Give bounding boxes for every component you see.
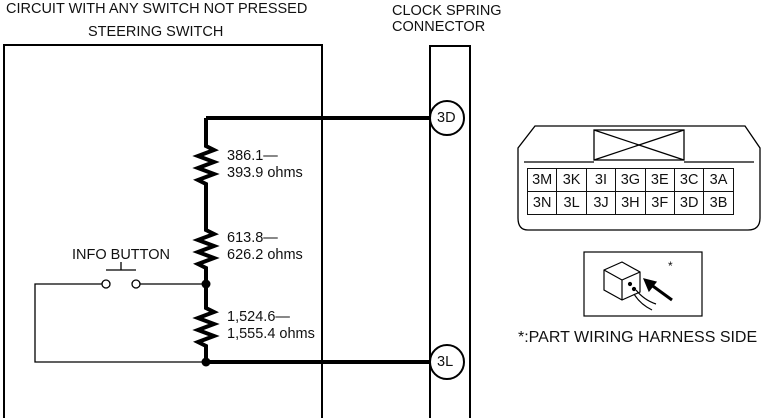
- pin-cell: 3I: [585, 168, 617, 192]
- pin-cell: 3K: [556, 168, 587, 192]
- info-button-label: INFO BUTTON: [72, 247, 171, 263]
- resistor-3-value-line1: 1,524.6—: [227, 309, 290, 325]
- clock-spring-label-line2: CONNECTOR: [392, 19, 486, 35]
- pin-cell: 3F: [644, 191, 675, 215]
- pin-cell: 3E: [644, 168, 675, 192]
- pin-cell: 3G: [615, 168, 646, 192]
- terminal-3l-label: 3L: [437, 354, 454, 370]
- terminal-3d-circle: [429, 100, 465, 136]
- pin-cell: 3C: [673, 168, 705, 192]
- terminal-3d-label: 3D: [437, 110, 456, 126]
- clock-spring-label-line1: CLOCK SPRING: [392, 3, 502, 19]
- harness-inset: [583, 251, 703, 317]
- circuit-note: CIRCUIT WITH ANY SWITCH NOT PRESSED: [6, 1, 308, 17]
- harness-side-footnote: *:PART WIRING HARNESS SIDE: [518, 329, 758, 346]
- terminal-3l-circle: [429, 344, 465, 380]
- connector-row-lower: 3N 3L 3J 3H 3F 3D 3B: [526, 191, 734, 215]
- connector-row-upper: 3M 3K 3I 3G 3E 3C 3A: [526, 168, 734, 192]
- resistor-2-value-line2: 626.2 ohms: [227, 247, 303, 263]
- inset-asterisk: *: [668, 259, 673, 273]
- pin-cell: 3N: [526, 191, 558, 215]
- resistor-1-value-line2: 393.9 ohms: [227, 165, 303, 181]
- pin-cell: 3H: [615, 191, 646, 215]
- resistor-1-value-line1: 386.1—: [227, 148, 278, 164]
- pin-cell: 3L: [556, 191, 587, 215]
- pin-cell: 3B: [703, 191, 734, 215]
- resistor-chain: [192, 118, 220, 362]
- connector-pin-table: 3M 3K 3I 3G 3E 3C 3A 3N 3L 3J 3H 3F 3D 3…: [526, 168, 734, 215]
- resistor-3: [192, 284, 220, 362]
- resistor-1: [192, 118, 220, 228]
- connector-face-outline: [517, 125, 761, 231]
- resistor-3-value-line2: 1,555.4 ohms: [227, 326, 315, 342]
- clock-spring-connector-bar: [429, 45, 471, 418]
- info-button-switch: [34, 262, 206, 363]
- resistor-2-value-line1: 613.8—: [227, 230, 278, 246]
- pin-cell: 3A: [703, 168, 734, 192]
- steering-switch-box: [3, 44, 323, 418]
- pin-cell: 3J: [585, 191, 617, 215]
- pin-cell: 3D: [673, 191, 705, 215]
- pin-cell: 3M: [526, 168, 558, 192]
- resistor-2: [192, 228, 220, 284]
- steering-switch-title: STEERING SWITCH: [88, 24, 224, 40]
